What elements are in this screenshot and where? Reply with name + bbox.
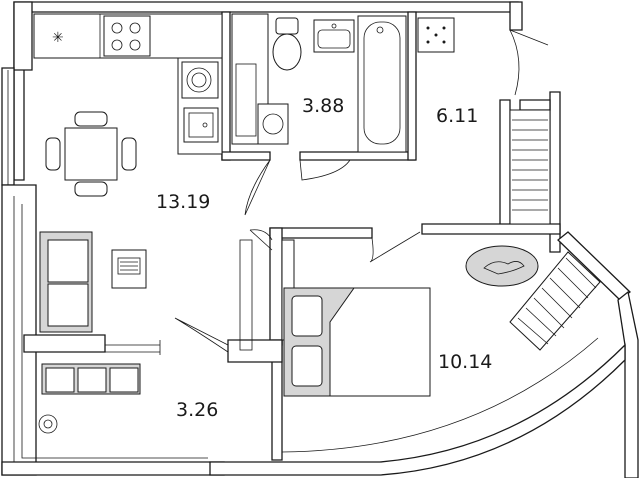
- sofa: [39, 231, 93, 333]
- bathroom-furniture: [231, 13, 407, 153]
- hall-area: 6.11: [436, 105, 478, 127]
- kitchen-sink-icon: [183, 107, 219, 143]
- window-shelf: [509, 251, 601, 351]
- bench: [41, 363, 141, 395]
- interior-walls: [23, 11, 561, 461]
- bed: [283, 287, 431, 397]
- bedroom-area: 10.14: [438, 351, 492, 373]
- sink-icon: [313, 19, 355, 53]
- washer-icon: [257, 103, 289, 145]
- laptop-icon: [111, 249, 147, 289]
- washing-machine-icon: [181, 61, 219, 99]
- bathtub-icon: [357, 15, 407, 153]
- robot-vacuum-icon: [465, 245, 539, 287]
- shelf-rack: [509, 109, 551, 225]
- hall-furniture: [417, 17, 551, 225]
- bedroom-furniture: [281, 239, 601, 397]
- bathroom-area: 3.88: [302, 95, 344, 117]
- area-labels: 13.19 3.88 6.11 10.14 3.26: [156, 95, 492, 421]
- dining-table: [45, 111, 137, 197]
- boiler-icon: [417, 17, 455, 53]
- entrance-furniture: [38, 239, 253, 434]
- toilet-icon: [272, 17, 302, 71]
- fan-icon: ✳: [52, 30, 64, 46]
- stove-icon: [103, 15, 151, 57]
- floor-lamp-icon: [38, 414, 58, 434]
- corridor-partition: [239, 239, 253, 351]
- doors: [174, 29, 549, 353]
- entrance-area: 3.26: [176, 399, 218, 421]
- kitchen-living-area: 13.19: [156, 191, 210, 213]
- kitchen-furniture: ✳: [33, 13, 223, 155]
